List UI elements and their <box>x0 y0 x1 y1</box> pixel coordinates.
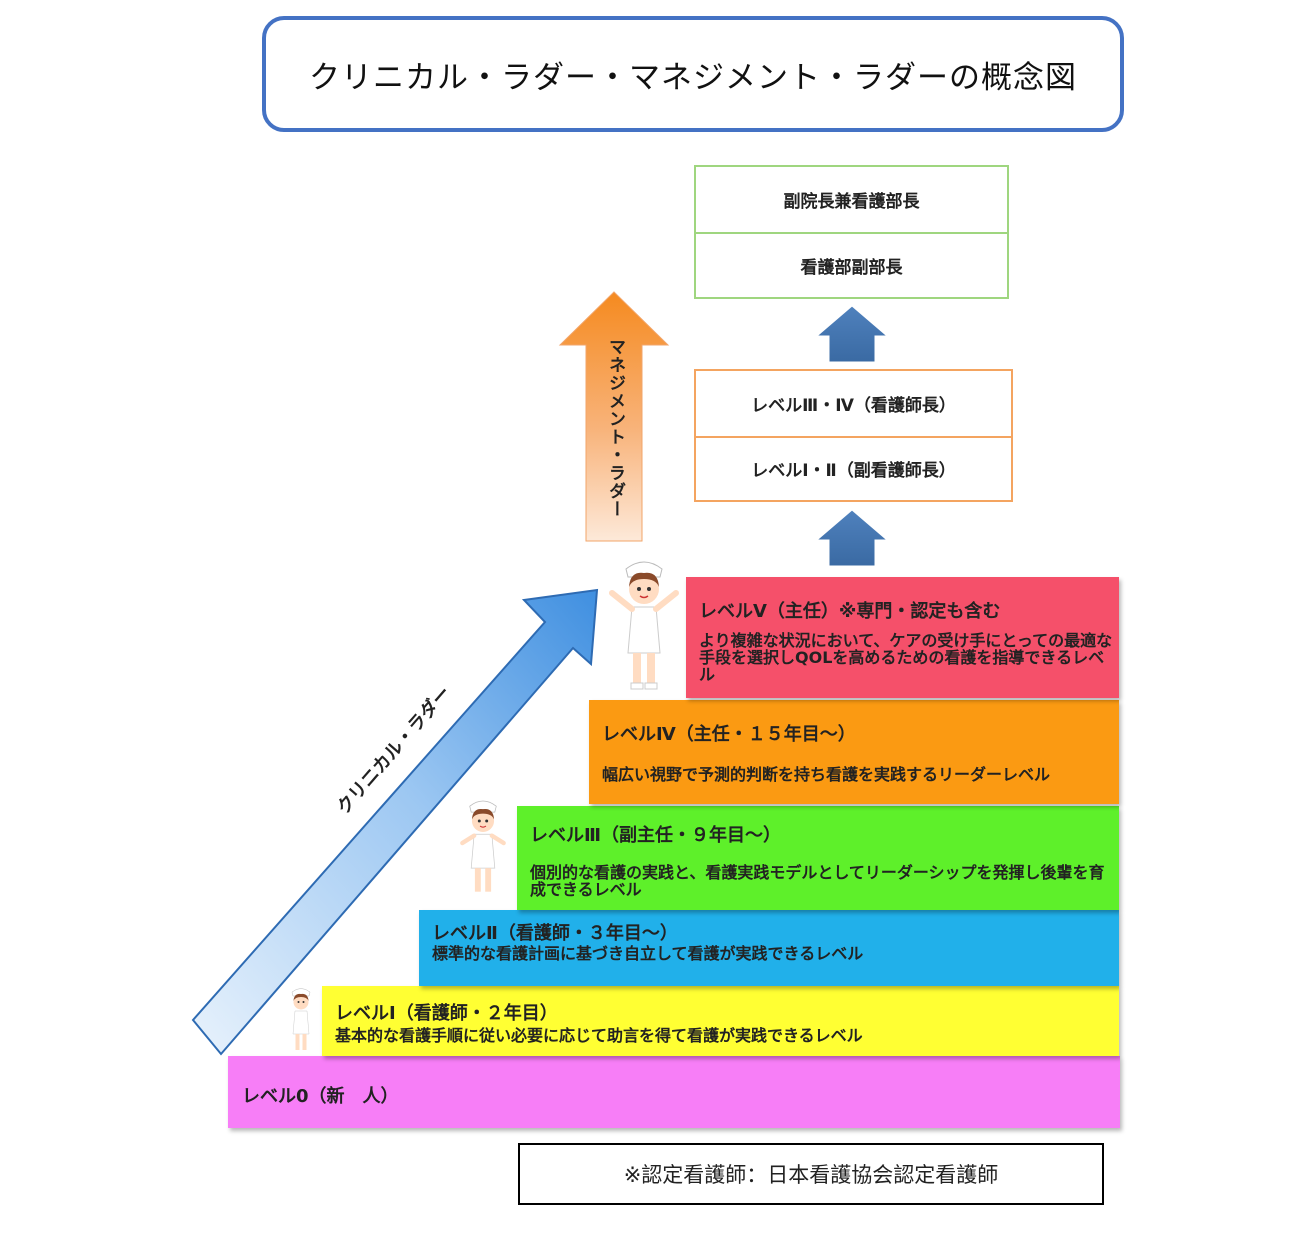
diagram-title: クリニカル・ラダー・マネジメント・ラダーの概念図 <box>309 59 1077 96</box>
level-5-step: レベルⅤ（主任）※専門・認定も含む より複雑な状況において、ケアの受け手にとって… <box>686 577 1119 698</box>
role-head-nurse: レベルⅢ・Ⅳ（看護師長） <box>751 395 956 416</box>
role-assistant-head-nurse: レベルⅠ・Ⅱ（副看護師長） <box>696 435 1011 501</box>
level-0-step: レベル0（新 人） <box>228 1056 1120 1128</box>
top-role-box: 副院長兼看護部長 看護部副部長 <box>694 165 1009 299</box>
level-4-step: レベルⅣ（主任・１５年目～） 幅広い視野で予測的判断を持ち看護を実践するリーダー… <box>589 700 1119 804</box>
level-1-heading: レベルⅠ（看護師・２年目） <box>335 1003 558 1024</box>
management-arrow-icon <box>558 291 670 542</box>
level-role-box: レベルⅢ・Ⅳ（看護師長） レベルⅠ・Ⅱ（副看護師長） <box>694 369 1013 502</box>
nurse-figure-icon-medium <box>460 800 506 892</box>
level-2-description: 標準的な看護計画に基づき自立して看護が実践できるレベル <box>432 944 864 963</box>
role-director: 副院長兼看護部長 <box>783 192 920 212</box>
up-arrow-icon-lower <box>815 509 889 567</box>
level-1-description: 基本的な看護手順に従い必要に応じて助言を得て看護が実践できるレベル <box>335 1026 863 1045</box>
level-2-step: レベルⅡ（看護師・３年目～） 標準的な看護計画に基づき自立して看護が実践できるレ… <box>419 910 1119 986</box>
up-arrow-icon-upper <box>815 305 889 363</box>
level-1-step: レベルⅠ（看護師・２年目） 基本的な看護手順に従い必要に応じて助言を得て看護が実… <box>322 986 1119 1056</box>
role-deputy-director: 看護部副部長 <box>696 232 1007 297</box>
level-4-heading: レベルⅣ（主任・１５年目～） <box>602 724 856 745</box>
title-box: クリニカル・ラダー・マネジメント・ラダーの概念図 <box>262 16 1124 132</box>
level-3-step: レベルⅢ（副主任・９年目～） 個別的な看護の実践と、看護実践モデルとしてリーダー… <box>517 806 1119 910</box>
footnote-text: ※認定看護師：日本看護協会認定看護師 <box>623 1163 999 1187</box>
level-4-description: 幅広い視野で予測的判断を持ち看護を実践するリーダーレベル <box>602 765 1051 784</box>
footnote-box: ※認定看護師：日本看護協会認定看護師 <box>518 1143 1104 1205</box>
level-3-description: 個別的な看護の実践と、看護実践モデルとしてリーダーシップを発揮し後輩を育成できる… <box>530 863 1105 899</box>
level-0-heading: レベル0（新 人） <box>242 1086 399 1107</box>
level-5-heading: レベルⅤ（主任）※専門・認定も含む <box>699 601 1001 622</box>
level-2-heading: レベルⅡ（看護師・３年目～） <box>432 923 678 944</box>
nurse-figure-icon-small <box>291 988 311 1050</box>
clinical-arrow-icon <box>191 588 599 1056</box>
level-3-heading: レベルⅢ（副主任・９年目～） <box>530 825 782 846</box>
management-ladder-label: マネジメント・ラダー <box>605 338 625 518</box>
nurse-figure-icon-large <box>609 561 679 690</box>
level-5-description: より複雑な状況において、ケアの受け手にとっての最適な手段を選択しQOLを高めるた… <box>699 631 1113 684</box>
